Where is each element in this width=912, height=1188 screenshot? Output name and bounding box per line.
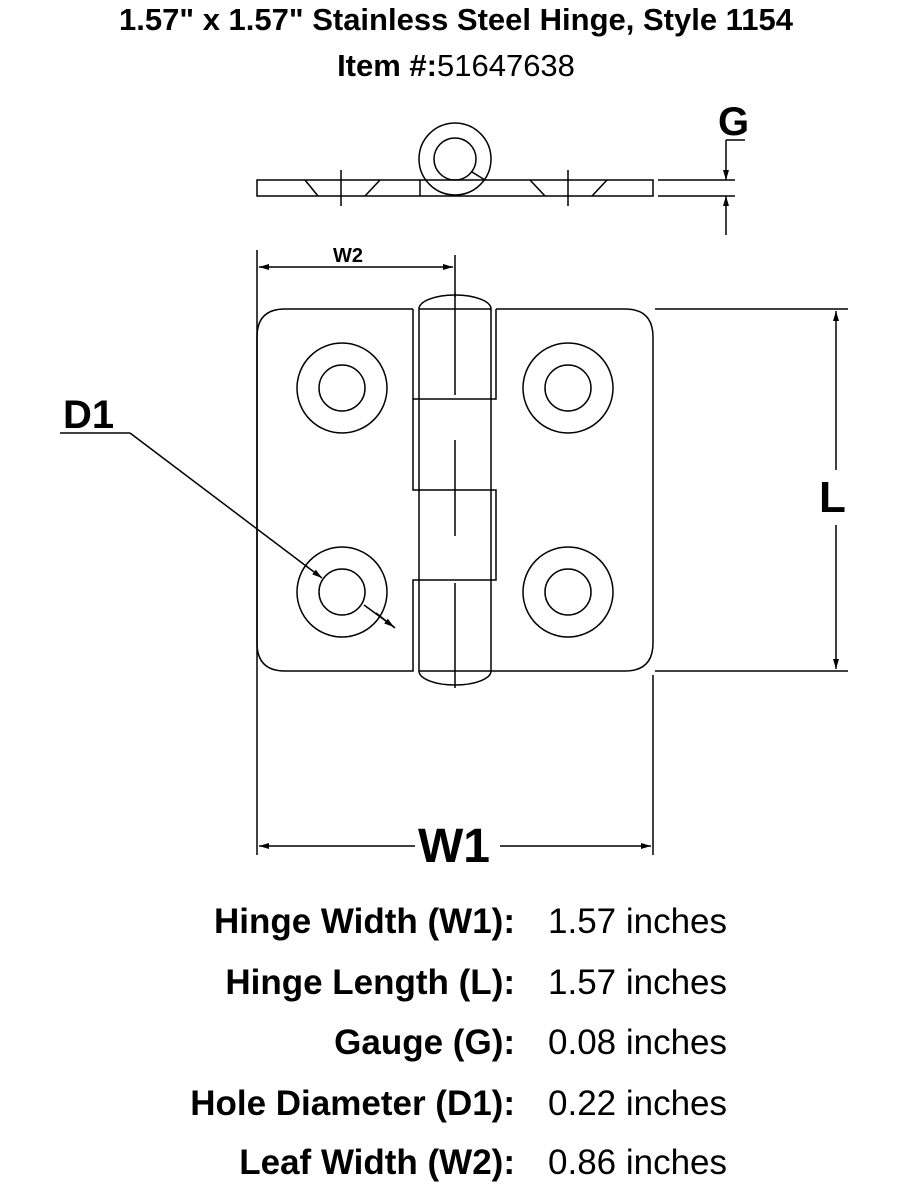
- d1-label: D1: [63, 393, 114, 437]
- spec-label: Leaf Width (W2):: [239, 1143, 515, 1182]
- spec-value: 0.08 inches: [548, 1023, 728, 1062]
- spec-label: Gauge (G):: [334, 1023, 515, 1062]
- hinge-drawing: G W2 D1 L W1: [60, 100, 848, 873]
- page-title: 1.57" x 1.57" Stainless Steel Hinge, Sty…: [119, 2, 793, 37]
- item-number: Item #:51647638: [0, 48, 912, 84]
- profile-view: [256, 122, 745, 235]
- w2-label: W2: [333, 245, 363, 267]
- plan-view: [256, 293, 654, 688]
- spec-row-hinge-length: Hinge Length (L): 1.57 inches: [0, 963, 912, 1007]
- spec-value: 1.57 inches: [548, 963, 728, 1002]
- spec-row-hole-diameter: Hole Diameter (D1): 0.22 inches: [0, 1084, 912, 1128]
- w1-label: W1: [418, 820, 490, 873]
- spec-row-gauge: Gauge (G): 0.08 inches: [0, 1023, 912, 1067]
- spec-label: Hinge Width (W1):: [213, 902, 515, 941]
- spec-label: Hole Diameter (D1):: [190, 1084, 515, 1123]
- spec-label: Hinge Length (L):: [225, 963, 515, 1002]
- spec-value: 1.57 inches: [548, 902, 728, 941]
- spec-value: 0.86 inches: [548, 1143, 728, 1182]
- spec-row-hinge-width: Hinge Width (W1): 1.57 inches: [0, 902, 912, 946]
- item-number-value: 51647638: [436, 48, 575, 83]
- spec-row-leaf-width: Leaf Width (W2): 0.86 inches: [0, 1143, 912, 1187]
- g-label: G: [718, 100, 749, 144]
- spec-value: 0.22 inches: [548, 1084, 728, 1123]
- l-label: L: [819, 473, 846, 522]
- item-label: Item #:: [337, 48, 437, 83]
